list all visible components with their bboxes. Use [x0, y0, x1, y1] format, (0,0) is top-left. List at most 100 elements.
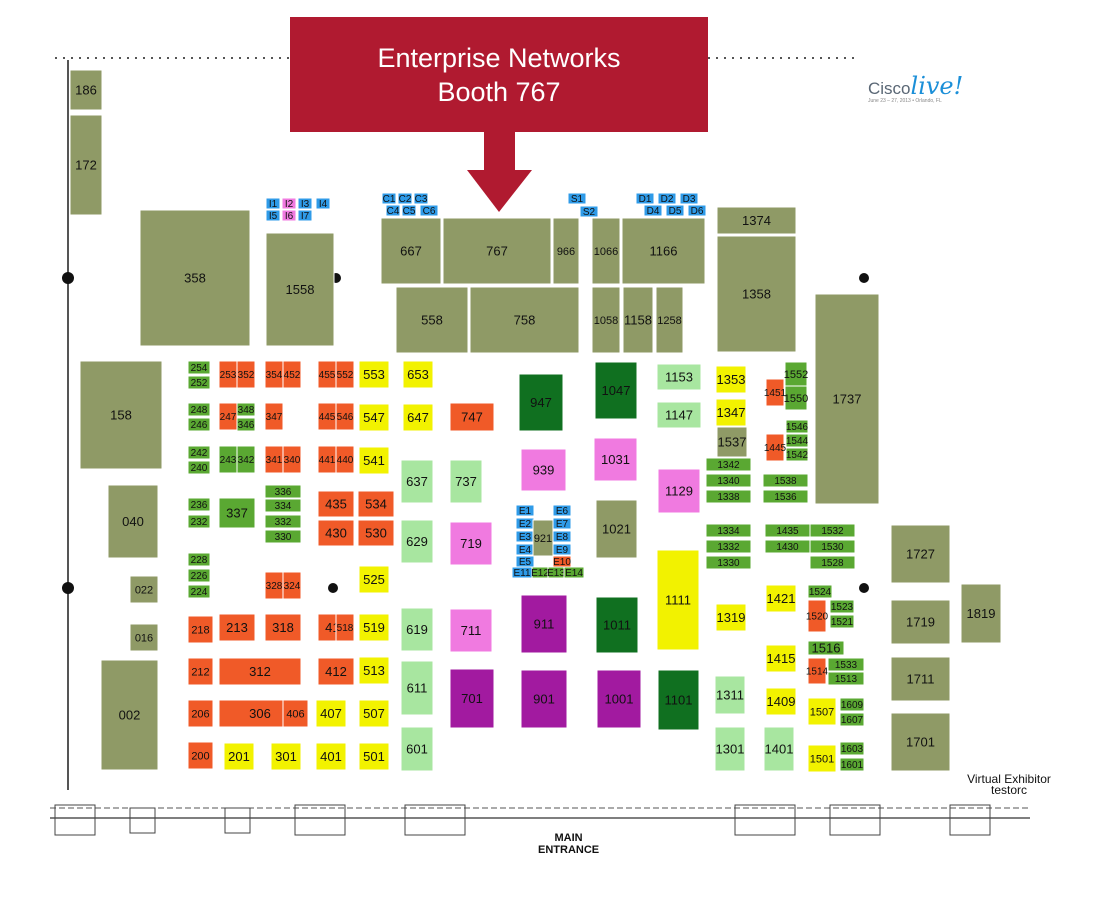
booth-243[interactable]: 243 — [218, 445, 238, 474]
booth-1258[interactable]: 1258 — [655, 286, 684, 354]
booth-e1[interactable]: E1 — [515, 504, 535, 517]
booth-226[interactable]: 226 — [187, 568, 211, 583]
booth-228[interactable]: 228 — [187, 552, 211, 567]
booth-186[interactable]: 186 — [69, 69, 103, 111]
booth-e4[interactable]: E4 — [515, 543, 535, 556]
booth-c5[interactable]: C5 — [401, 204, 417, 217]
booth-1047[interactable]: 1047 — [594, 361, 638, 420]
booth-247[interactable]: 247 — [218, 402, 238, 431]
booth-611[interactable]: 611 — [400, 660, 434, 716]
booth-1727[interactable]: 1727 — [890, 524, 951, 584]
booth-318[interactable]: 318 — [264, 613, 302, 642]
booth-236[interactable]: 236 — [187, 497, 211, 512]
booth-212[interactable]: 212 — [187, 657, 214, 686]
booth-1538[interactable]: 1538 — [762, 473, 809, 488]
booth-c4[interactable]: C4 — [385, 204, 401, 217]
booth-619[interactable]: 619 — [400, 607, 434, 652]
booth-1001[interactable]: 1001 — [596, 669, 642, 729]
booth-s2[interactable]: S2 — [579, 205, 599, 218]
booth-d1[interactable]: D1 — [635, 192, 655, 205]
booth-254[interactable]: 254 — [187, 360, 211, 375]
booth-e5[interactable]: E5 — [515, 555, 535, 568]
booth-525[interactable]: 525 — [358, 565, 390, 594]
booth-767[interactable]: 767 — [442, 217, 552, 285]
booth-629[interactable]: 629 — [400, 519, 434, 564]
booth-336[interactable]: 336 — [264, 484, 302, 499]
booth-541[interactable]: 541 — [358, 446, 390, 475]
booth-1358[interactable]: 1358 — [716, 235, 797, 353]
booth-358[interactable]: 358 — [139, 209, 251, 347]
booth-1342[interactable]: 1342 — [705, 457, 752, 472]
booth-1415[interactable]: 1415 — [765, 644, 797, 673]
booth-252[interactable]: 252 — [187, 375, 211, 390]
booth-1158[interactable]: 1158 — [622, 286, 654, 354]
booth-1401[interactable]: 1401 — [763, 726, 795, 772]
booth-547[interactable]: 547 — [358, 403, 390, 432]
booth-430[interactable]: 430 — [317, 519, 355, 547]
booth-d3[interactable]: D3 — [679, 192, 699, 205]
booth-534[interactable]: 534 — [357, 490, 395, 518]
booth-253[interactable]: 253 — [218, 360, 238, 389]
booth-519[interactable]: 519 — [358, 613, 390, 642]
booth-1536[interactable]: 1536 — [762, 489, 809, 504]
booth-1058[interactable]: 1058 — [591, 286, 621, 354]
booth-1737[interactable]: 1737 — [814, 293, 880, 505]
booth-1507[interactable]: 1507 — [807, 697, 837, 726]
booth-e11[interactable]: E11 — [511, 566, 533, 579]
booth-i3[interactable]: I3 — [297, 197, 313, 210]
booth-1607[interactable]: 1607 — [839, 712, 865, 727]
booth-248[interactable]: 248 — [187, 402, 211, 417]
booth-546[interactable]: 546 — [335, 402, 355, 431]
booth-334[interactable]: 334 — [264, 498, 302, 513]
booth-518[interactable]: 518 — [335, 613, 355, 642]
booth-e14[interactable]: E14 — [563, 566, 585, 579]
booth-407[interactable]: 407 — [315, 699, 347, 728]
booth-341[interactable]: 341 — [264, 445, 284, 474]
booth-d2[interactable]: D2 — [657, 192, 677, 205]
booth-200[interactable]: 200 — [187, 741, 214, 770]
booth-1129[interactable]: 1129 — [657, 468, 701, 514]
booth-435[interactable]: 435 — [317, 490, 355, 518]
booth-441[interactable]: 441 — [317, 445, 337, 474]
booth-328[interactable]: 328 — [264, 571, 284, 600]
booth-966[interactable]: 966 — [552, 217, 580, 285]
booth-342[interactable]: 342 — [236, 445, 256, 474]
booth-218[interactable]: 218 — [187, 615, 214, 644]
booth-1445[interactable]: 1445 — [764, 433, 787, 462]
booth-1147[interactable]: 1147 — [656, 401, 702, 429]
booth-i5[interactable]: I5 — [265, 209, 281, 222]
booth-i7[interactable]: I7 — [297, 209, 313, 222]
booth-513[interactable]: 513 — [358, 656, 390, 685]
booth-445[interactable]: 445 — [317, 402, 337, 431]
booth-s1[interactable]: S1 — [567, 192, 587, 205]
booth-224[interactable]: 224 — [187, 584, 211, 599]
booth-312[interactable]: 312 — [218, 657, 302, 686]
booth-i4[interactable]: I4 — [315, 197, 331, 210]
booth-246[interactable]: 246 — [187, 417, 211, 432]
booth-347[interactable]: 347 — [264, 402, 284, 431]
booth-172[interactable]: 172 — [69, 114, 103, 216]
booth-i6[interactable]: I6 — [281, 209, 297, 222]
booth-737[interactable]: 737 — [449, 459, 483, 504]
booth-213[interactable]: 213 — [218, 613, 256, 642]
booth-412[interactable]: 412 — [317, 657, 355, 686]
booth-002[interactable]: 002 — [100, 659, 159, 771]
booth-c3[interactable]: C3 — [413, 192, 429, 205]
booth-1542[interactable]: 1542 — [785, 447, 809, 462]
booth-1353[interactable]: 1353 — [715, 365, 747, 394]
booth-c1[interactable]: C1 — [381, 192, 397, 205]
booth-719[interactable]: 719 — [449, 521, 493, 566]
booth-921[interactable]: 921 — [532, 519, 554, 557]
booth-340[interactable]: 340 — [282, 445, 302, 474]
booth-348[interactable]: 348 — [236, 402, 256, 417]
booth-201[interactable]: 201 — [223, 742, 255, 771]
booth-440[interactable]: 440 — [335, 445, 355, 474]
booth-939[interactable]: 939 — [520, 448, 567, 492]
booth-1514[interactable]: 1514 — [806, 657, 829, 685]
booth-1330[interactable]: 1330 — [705, 555, 752, 570]
booth-016[interactable]: 016 — [129, 623, 159, 652]
booth-1311[interactable]: 1311 — [714, 675, 746, 715]
booth-1516[interactable]: 1516 — [807, 640, 845, 656]
booth-040[interactable]: 040 — [107, 484, 159, 559]
booth-d6[interactable]: D6 — [687, 204, 707, 217]
